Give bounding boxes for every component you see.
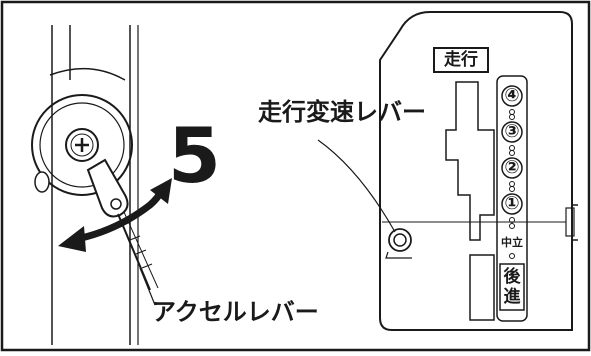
throttle-mechanism-drawing — [31, 25, 172, 345]
accel-lever-label: アクセルレバー — [152, 298, 319, 326]
panel-header: 走行 — [444, 50, 478, 70]
gear-2-label: ② — [504, 157, 520, 178]
neutral-label: 中立 — [501, 236, 523, 249]
gear-3-label: ③ — [504, 121, 520, 142]
reverse-label-1: 後 — [503, 267, 521, 287]
reverse-label-2: 進 — [503, 287, 521, 307]
gear-1-label: ① — [504, 193, 520, 214]
gear-4-label: ④ — [504, 85, 520, 106]
shift-lever-label: 走行変速レバー — [258, 98, 426, 126]
step-number: 5 — [168, 111, 221, 200]
shift-panel-drawing — [317, 11, 578, 331]
